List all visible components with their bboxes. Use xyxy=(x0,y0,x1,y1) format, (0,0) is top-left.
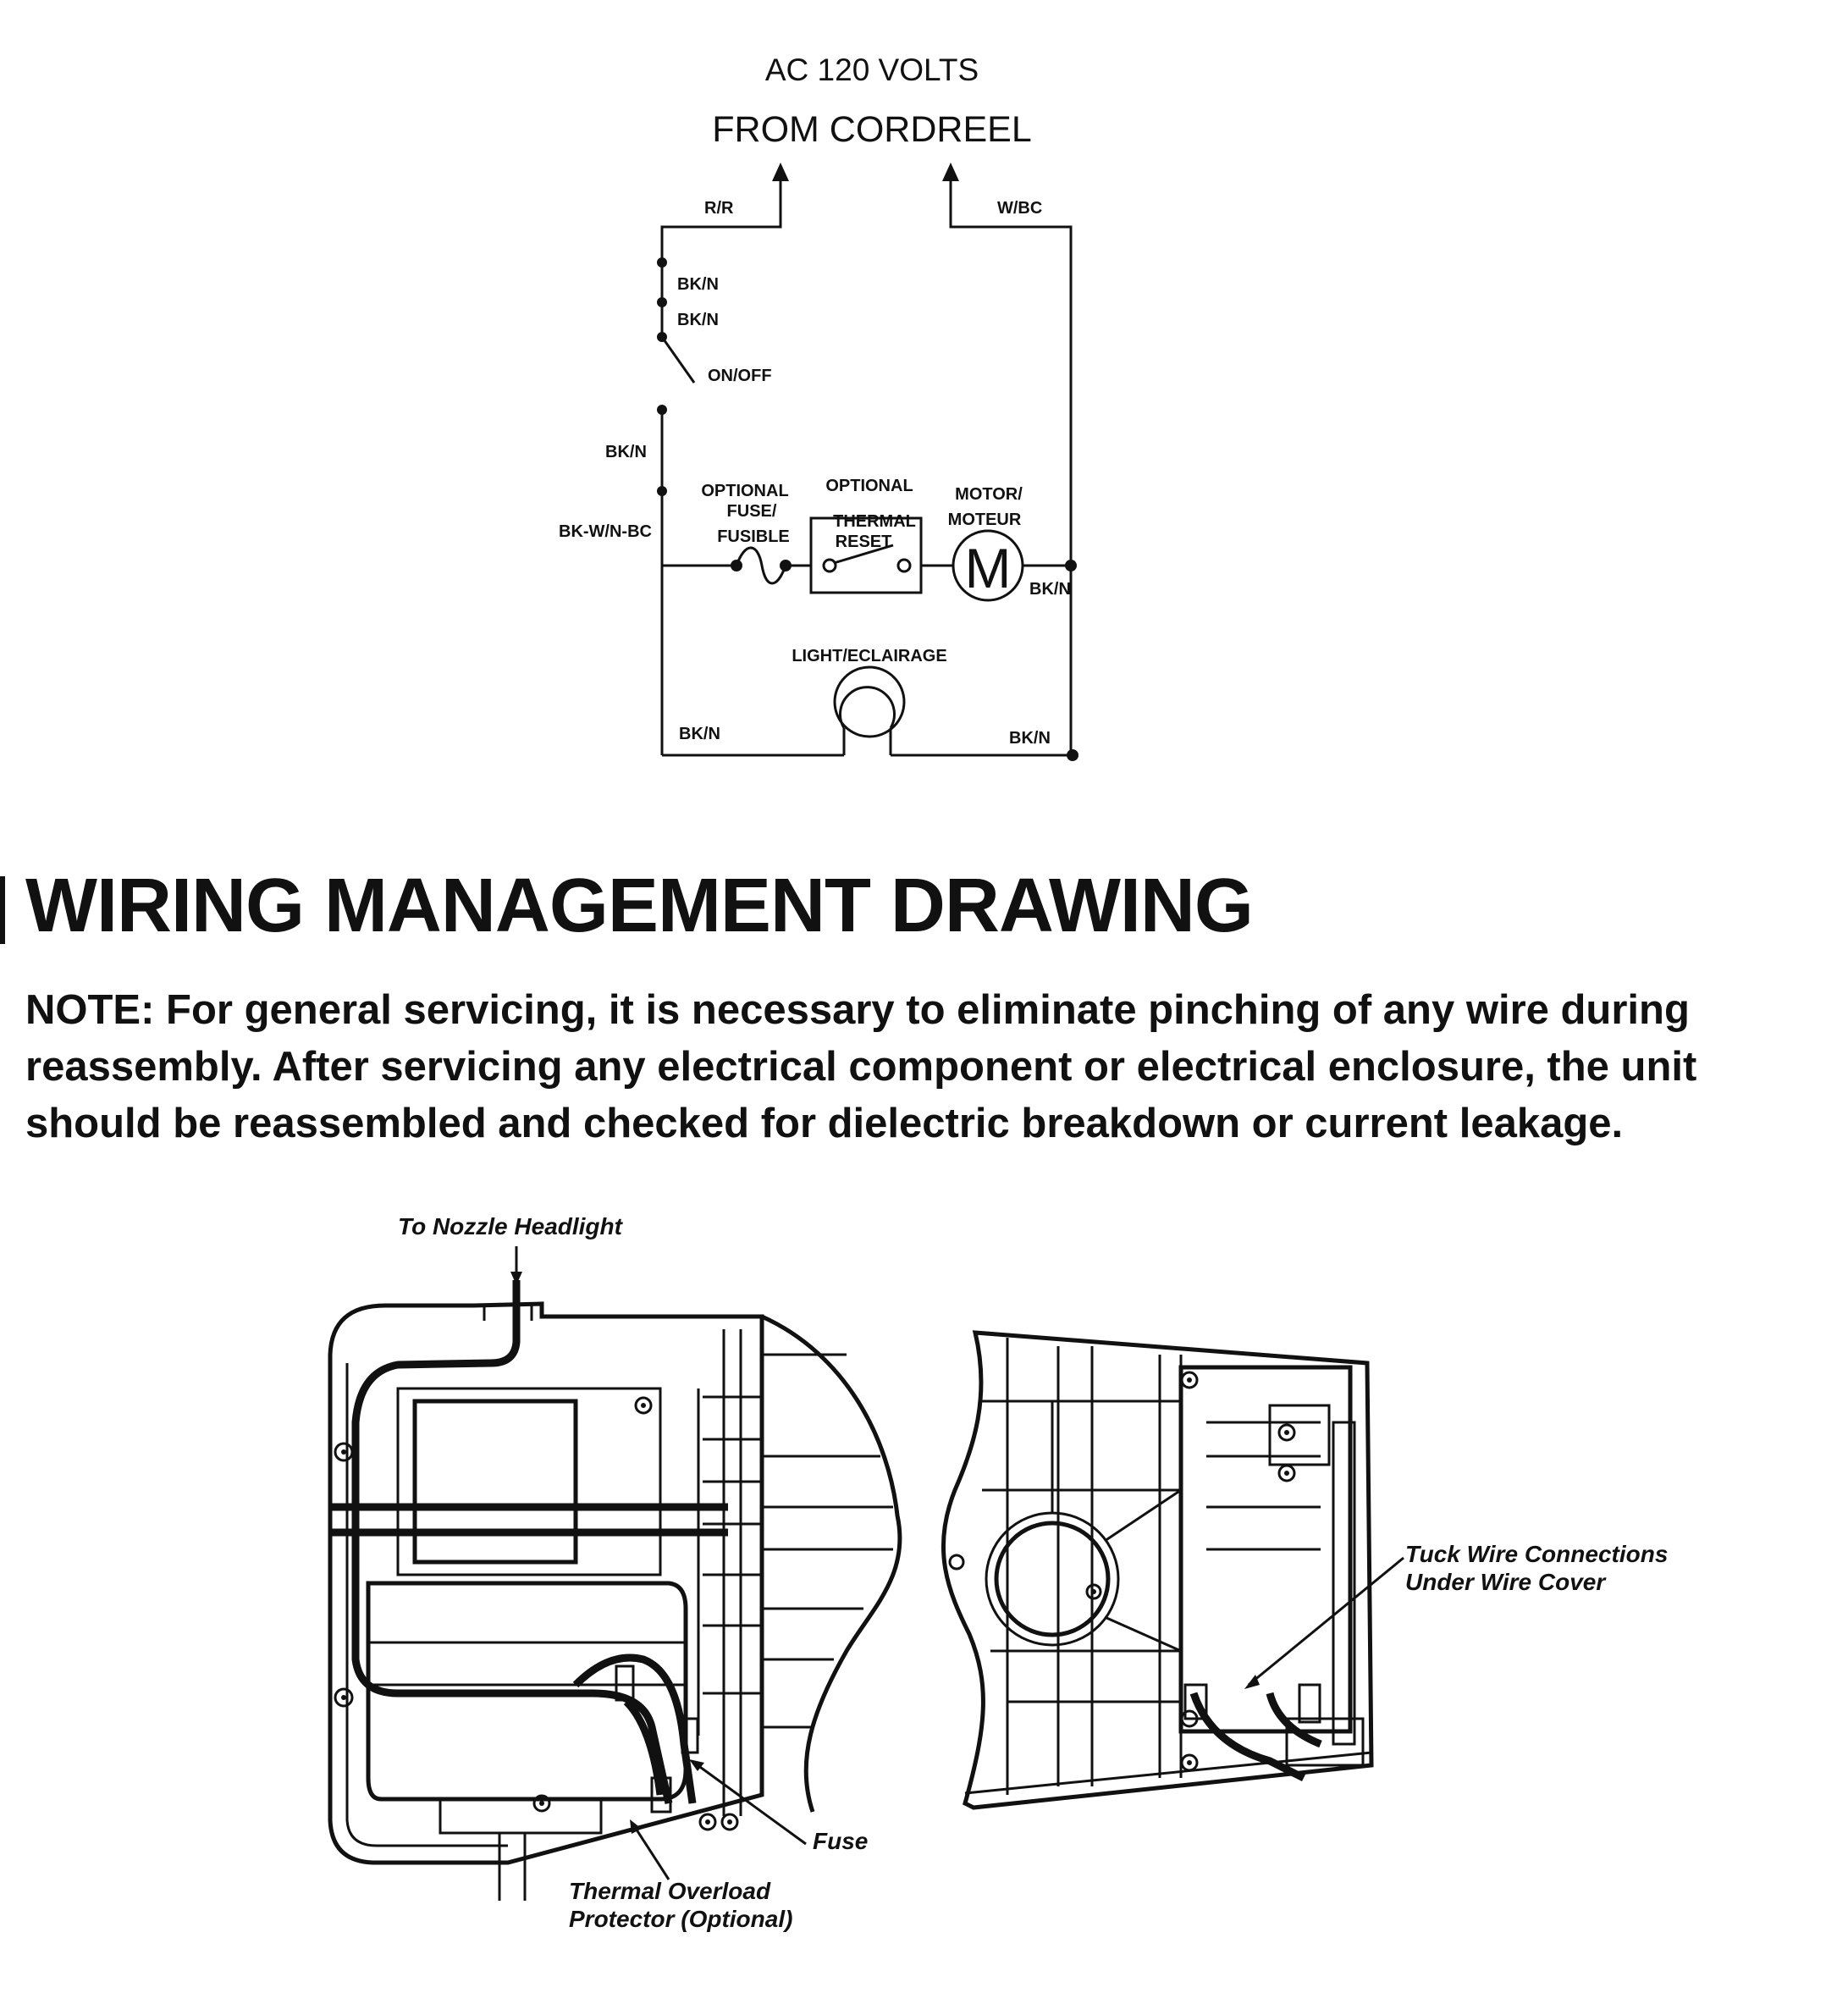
motor-label-2: MOTEUR xyxy=(948,511,1022,529)
title-marker xyxy=(0,876,5,944)
callout-fuse: Fuse xyxy=(813,1828,868,1854)
wire-label-wbc: W/BC xyxy=(997,199,1042,218)
fuse-label-1: OPTIONAL xyxy=(701,482,788,500)
switch-label: ON/OFF xyxy=(708,367,772,385)
wire-label-bkwnbc: BK-W/N-BC xyxy=(559,522,652,541)
fuse-arrow xyxy=(693,1761,807,1846)
servicing-note: NOTE: For general servicing, it is neces… xyxy=(25,987,1697,1146)
thermal-reset-box xyxy=(809,516,923,594)
wire-label-bkn-3: BK/N xyxy=(605,443,647,461)
section-title: WIRING MANAGEMENT DRAWING xyxy=(25,864,1254,948)
thermal-arrow xyxy=(632,1824,670,1880)
light-branch xyxy=(660,566,1078,761)
fuse-label-2: FUSE/ xyxy=(727,502,777,521)
tuck-arrow xyxy=(1248,1556,1404,1687)
wire-label-bkn-4: BK/N xyxy=(1029,580,1071,599)
motor-label-1: MOTOR/ xyxy=(955,485,1023,504)
wire-label-bkn-6: BK/N xyxy=(1009,729,1051,748)
light-label: LIGHT/ECLAIRAGE xyxy=(792,647,946,665)
callout-tuck-line2: Under Wire Cover xyxy=(1405,1569,1607,1595)
supply-label-line1: AC 120 VOLTS xyxy=(765,52,979,87)
thermal-label-3: RESET xyxy=(836,533,892,551)
thermal-label-1: OPTIONAL xyxy=(825,477,913,495)
fuse-symbol xyxy=(735,546,787,585)
wire-label-bkn-2: BK/N xyxy=(677,311,719,329)
right-housing-half xyxy=(941,1330,1374,1810)
wire-label-bkn-1: BK/N xyxy=(677,275,719,294)
wire-label-bkn-5: BK/N xyxy=(679,725,720,743)
wire-label-rr: R/R xyxy=(704,199,734,218)
light-bulb-symbol xyxy=(839,686,896,729)
switch-branch xyxy=(657,257,696,566)
fuse-label-3: FUSIBLE xyxy=(717,527,790,546)
thermal-label-2: THERMAL xyxy=(833,512,916,531)
callout-tuck-line1: Tuck Wire Connections xyxy=(1405,1541,1668,1567)
neutral-lead xyxy=(942,163,1073,566)
switch-blade xyxy=(660,336,696,384)
wiring-schematic: AC 120 VOLTS FROM CORDREEL R/R W/BC BK/N… xyxy=(559,52,1078,761)
motor-symbol-letter: M xyxy=(965,537,1012,599)
left-housing-half xyxy=(328,1280,902,1901)
callout-thermal-line2: Protector (Optional) xyxy=(569,1906,792,1932)
series-branch xyxy=(662,516,1077,602)
live-lead xyxy=(660,163,789,262)
callout-thermal-line1: Thermal Overload xyxy=(569,1878,771,1904)
callout-headlight: To Nozzle Headlight xyxy=(398,1213,624,1239)
supply-label-line2: FROM CORDREEL xyxy=(712,109,1031,150)
